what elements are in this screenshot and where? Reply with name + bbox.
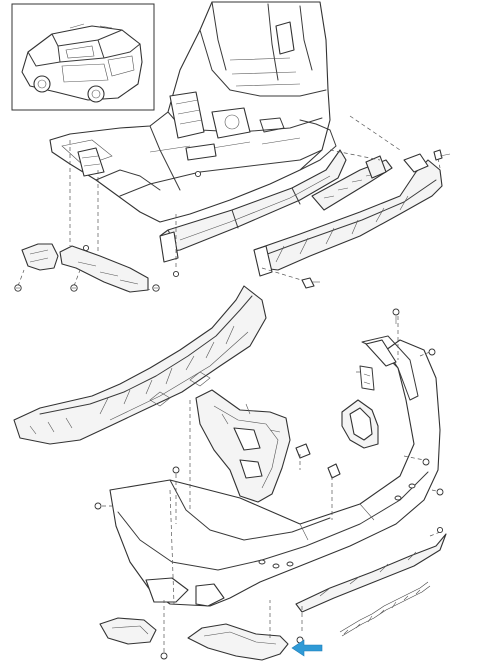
leader-lines [17, 115, 441, 652]
screw-icon [152, 284, 160, 292]
screw-icon [428, 348, 436, 356]
screw-icon [436, 526, 444, 534]
screw-icon [94, 502, 102, 510]
screw-icon [172, 270, 180, 278]
screw-icon [82, 244, 90, 252]
clip-parts [295, 443, 341, 479]
screw-icon [70, 284, 78, 292]
arrow-left-icon [291, 639, 323, 657]
screw-icon [194, 170, 202, 178]
rear-body-structure [49, 1, 337, 223]
screw-icon [436, 488, 444, 496]
screw-icon [422, 458, 430, 466]
screw-icon [160, 652, 168, 660]
lower-diffuser-insert [295, 533, 447, 637]
screw-icon [392, 308, 400, 324]
bumper-carrier-beam [159, 149, 347, 263]
screw-icon [172, 466, 180, 474]
left-bracket-pair [21, 243, 149, 293]
center-support-bracket [195, 389, 291, 503]
suv-rear-view-icon [21, 23, 143, 103]
lower-corner-trims [99, 617, 289, 661]
fastener-screws [14, 149, 451, 660]
bolt-icon [301, 277, 320, 289]
vehicle-overview-inset [11, 3, 155, 111]
side-mounting-rail [311, 155, 393, 211]
bolt-icon [433, 149, 451, 161]
screw-icon [14, 284, 22, 292]
rear-diffuser-upper-panel [13, 285, 267, 445]
reflector-frame [341, 365, 379, 449]
rear-bumper-cover [109, 335, 441, 607]
impact-absorber [253, 153, 443, 277]
